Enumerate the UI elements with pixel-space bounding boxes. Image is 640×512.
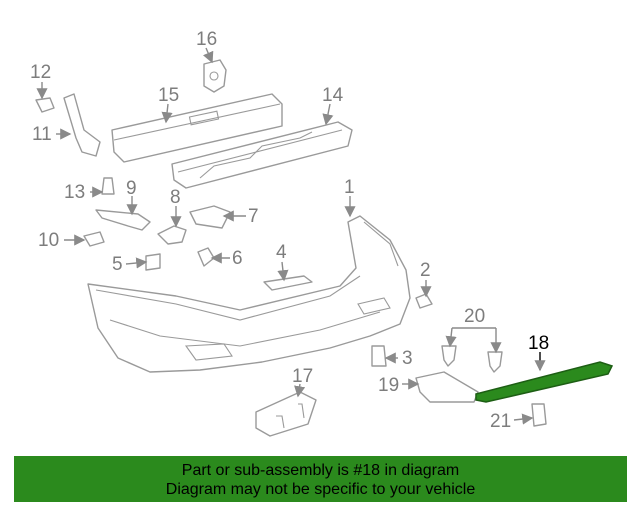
- part-5-pad: [145, 253, 161, 271]
- part-19-reflector: [415, 371, 479, 403]
- part-8-bracket: [157, 225, 187, 245]
- callout-15: 15: [158, 85, 179, 106]
- callout-3: 3: [402, 348, 413, 369]
- part-14-absorber: [171, 121, 353, 189]
- part-4-plate: [263, 275, 313, 291]
- callout-13: 13: [64, 182, 85, 203]
- callout-11: 11: [32, 124, 52, 145]
- callout-18: 18: [528, 333, 549, 354]
- part-10-grommet: [83, 231, 105, 247]
- callout-17: 17: [292, 366, 313, 387]
- callout-8: 8: [170, 187, 181, 208]
- part-3-clip: [371, 345, 387, 367]
- leader-lines: [36, 47, 546, 425]
- banner-line-1: Part or sub-assembly is #18 in diagram: [181, 462, 460, 479]
- part-20-clips: [441, 345, 503, 373]
- part-6-pad: [197, 247, 215, 267]
- part-17-lamp: [255, 391, 317, 437]
- callout-16: 16: [196, 29, 217, 50]
- part-21-clip: [531, 403, 547, 427]
- callout-12: 12: [30, 62, 51, 83]
- callout-20: 20: [464, 306, 485, 327]
- callout-5: 5: [112, 254, 123, 275]
- info-banner: Part or sub-assembly is #18 in diagram D…: [14, 456, 627, 502]
- part-16-bracket: [203, 59, 227, 93]
- callout-9: 9: [126, 178, 137, 199]
- callout-21: 21: [490, 411, 511, 432]
- callout-7: 7: [248, 206, 259, 227]
- callout-6: 6: [232, 248, 243, 269]
- part-12-clip: [35, 97, 55, 113]
- callout-19: 19: [378, 375, 399, 396]
- part-2-bolt: [415, 293, 433, 309]
- part-15-reinforcement: [111, 93, 283, 163]
- part-11-bracket: [63, 93, 101, 157]
- banner-line-2: Diagram may not be specific to your vehi…: [165, 481, 476, 498]
- part-13-bolt: [101, 177, 115, 195]
- part-7-bracket: [189, 205, 231, 229]
- part-9-bracket: [95, 209, 151, 231]
- callout-14: 14: [322, 85, 344, 106]
- callout-10: 10: [38, 230, 59, 251]
- callout-2: 2: [420, 260, 431, 281]
- callout-4: 4: [276, 242, 287, 263]
- part-18-molding-highlight: [475, 361, 614, 403]
- callout-1: 1: [344, 177, 355, 198]
- part-1-bumper-cover: [87, 215, 411, 373]
